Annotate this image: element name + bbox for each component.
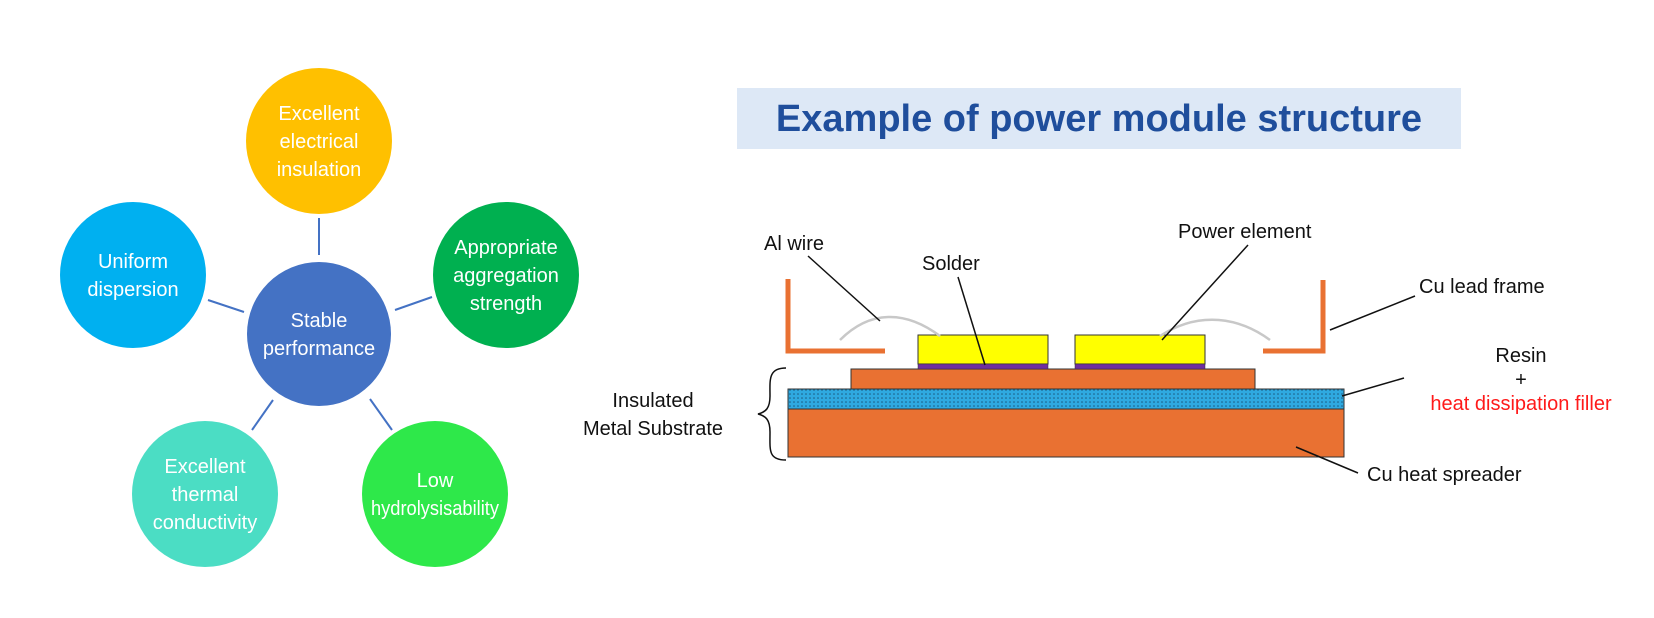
resin-filler-layer: [787, 388, 1345, 410]
property-diagram: StableperformanceExcellentelectricalinsu…: [60, 68, 579, 567]
property-thermal-circle: [132, 421, 278, 567]
property-aggregation-label-line: strength: [470, 293, 542, 315]
label-heat-filler: heat dissipation filler: [1430, 393, 1612, 415]
label-solder: Solder: [922, 253, 980, 275]
property-insulation-label-line: insulation: [277, 159, 362, 181]
label-resin: Resin: [1495, 345, 1546, 367]
title-background: [737, 88, 1461, 149]
connector-aggregation: [394, 296, 433, 311]
label-cu-heat-spreader: Cu heat spreader: [1367, 464, 1522, 486]
label-power-element: Power element: [1178, 221, 1312, 243]
leader-solder: [957, 276, 986, 366]
leader-al-wire: [807, 255, 881, 322]
connector-dispersion: [207, 299, 245, 313]
al-wire-right: [1159, 318, 1271, 342]
leader-cu-lead-frame: [1329, 295, 1416, 331]
property-thermal-label-line: conductivity: [153, 512, 258, 534]
property-thermal-label-line: Excellent: [164, 456, 246, 478]
stable-performance-label-line: performance: [263, 338, 375, 360]
leader-cu-heat-spreader: [1295, 446, 1359, 474]
solder-left: [917, 363, 1049, 370]
connector-thermal: [251, 399, 274, 431]
property-insulation-label-line: electrical: [280, 131, 359, 153]
label-cu-lead-frame: Cu lead frame: [1419, 276, 1545, 298]
property-insulation-label-line: Excellent: [278, 103, 360, 125]
property-aggregation-label-line: aggregation: [453, 265, 559, 287]
property-dispersion-circle: [60, 202, 206, 348]
stable-performance-label-line: Stable: [291, 310, 348, 332]
cu-heat-spreader: [787, 408, 1345, 458]
lead-frame-right: [1263, 280, 1326, 354]
property-insulation-circle: [246, 68, 392, 214]
leader-resin: [1341, 377, 1405, 397]
property-dispersion-label-line: dispersion: [87, 279, 178, 301]
power-module-diagram: Example of power module structure: [583, 88, 1612, 486]
property-dispersion-label-line: Uniform: [98, 251, 168, 273]
label-substrate-line1: Insulated: [612, 390, 693, 412]
property-aggregation-label-line: Appropriate: [454, 237, 557, 259]
solder-right: [1074, 363, 1206, 370]
al-wire-left: [839, 315, 941, 341]
cu-circuit-layer: [850, 368, 1256, 390]
label-substrate-line2: Metal Substrate: [583, 418, 723, 440]
property-aggregation-circle: [433, 202, 579, 348]
stable-performance-circle: [247, 262, 391, 406]
property-hydrolysis-label-line: hydrolysisability: [371, 498, 499, 520]
connector-hydrolysis: [369, 398, 393, 431]
label-al-wire: Al wire: [764, 233, 824, 255]
substrate-brace: [757, 367, 787, 461]
lead-frame-left: [785, 279, 885, 354]
property-thermal-label-line: thermal: [172, 484, 239, 506]
diagram-title: Example of power module structure: [776, 98, 1422, 140]
chip-right: [1074, 334, 1206, 365]
leader-power-element: [1161, 244, 1249, 341]
property-hydrolysis-label-line: Low: [417, 470, 454, 492]
label-plus: +: [1515, 369, 1527, 391]
property-hydrolysis-circle: [362, 421, 508, 567]
